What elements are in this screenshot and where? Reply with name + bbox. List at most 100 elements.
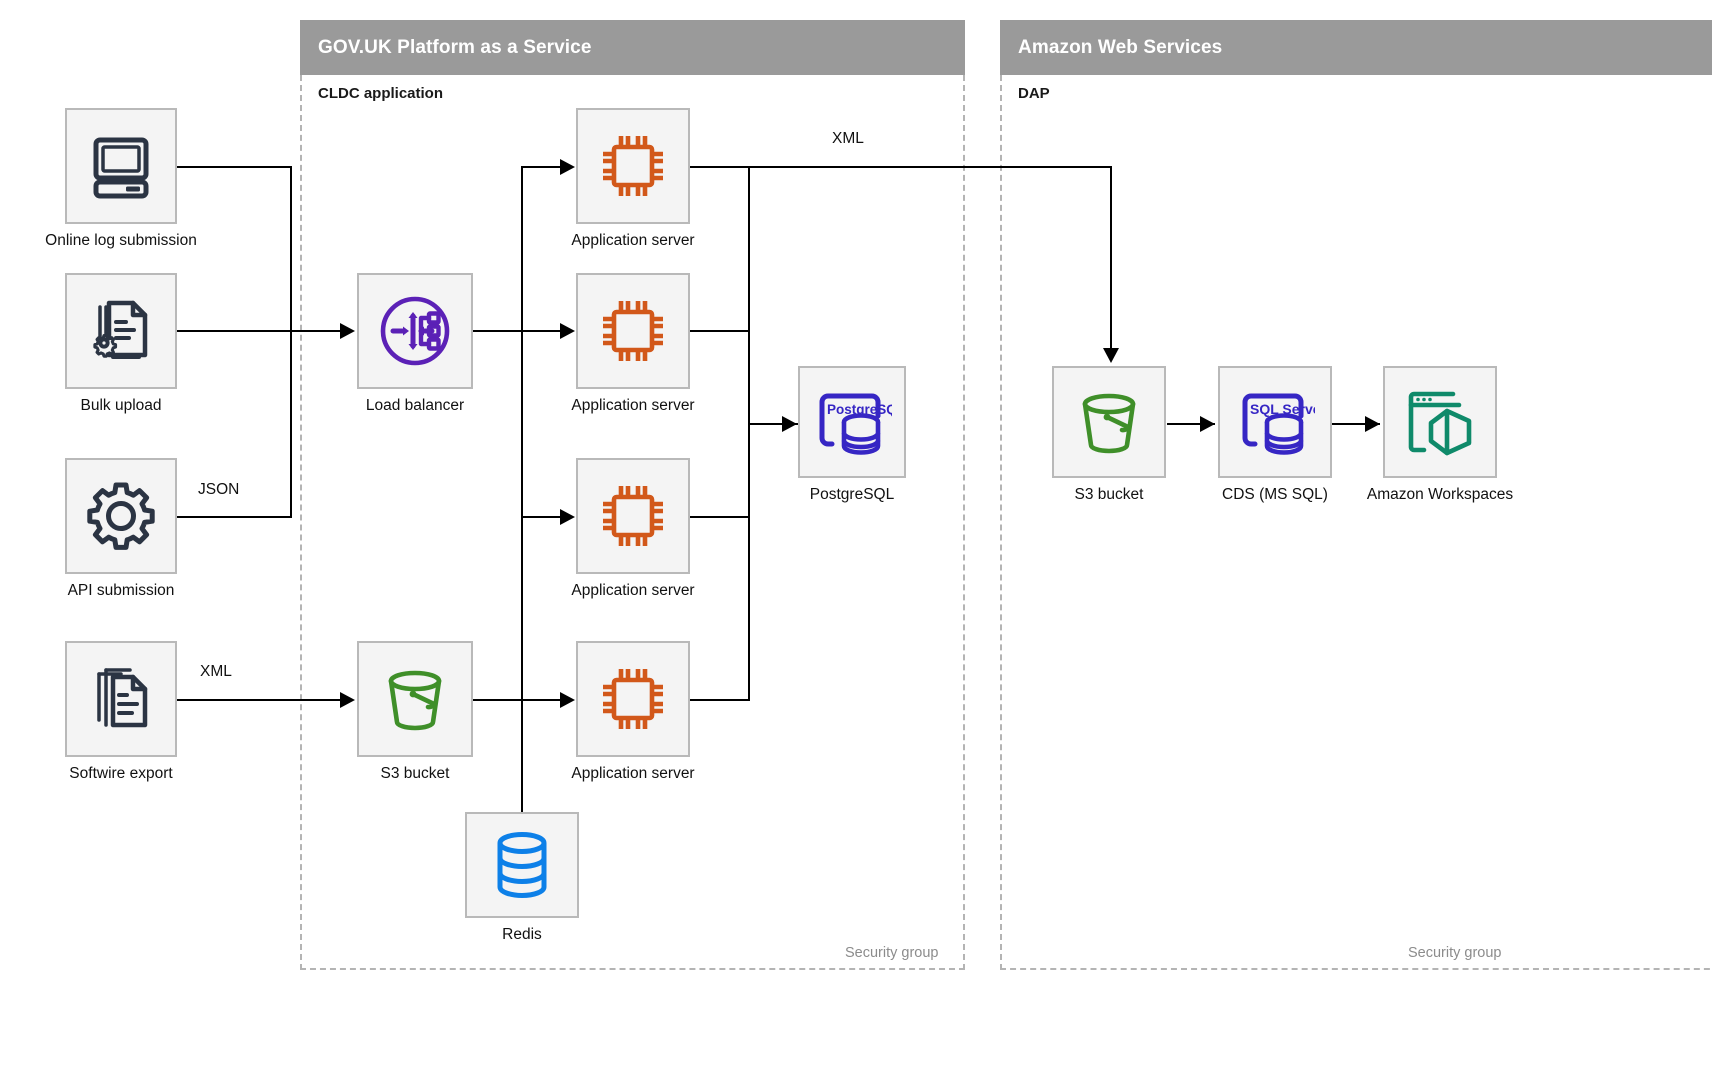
node-softwire-export[interactable]: Softwire export (65, 641, 177, 782)
edge-redis-to-bus (521, 699, 523, 816)
gear-icon (83, 478, 159, 554)
node-box (576, 273, 690, 389)
node-load-balancer[interactable]: Load balancer (357, 273, 473, 414)
node-box (65, 458, 177, 574)
node-label: Load balancer (365, 397, 465, 414)
node-cds-ms-sql[interactable]: SQL Server CDS (MS SQL) (1218, 366, 1332, 503)
node-label: Application server (571, 397, 695, 414)
zone-subtitle-aws: DAP (1018, 85, 1050, 102)
node-box (357, 641, 473, 757)
node-postgresql[interactable]: PostgreSQL PostgreSQL (798, 366, 906, 503)
node-label: Amazon Workspaces (1366, 486, 1514, 503)
node-s3-bucket-paas[interactable]: S3 bucket (357, 641, 473, 782)
edge-label-softwire-xml: XML (200, 663, 232, 680)
zone-header-aws: Amazon Web Services (1000, 20, 1712, 75)
node-box (576, 641, 690, 757)
edge-xml-to-aws (748, 166, 1112, 168)
workspaces-icon (1401, 383, 1479, 461)
node-label: API submission (67, 582, 175, 599)
node-box (357, 273, 473, 389)
node-box (465, 812, 579, 918)
edge-bus-to-app4 (521, 699, 573, 701)
node-amazon-workspaces[interactable]: Amazon Workspaces (1367, 366, 1513, 503)
load-balancer-icon (374, 290, 456, 372)
edge-bus-to-app3 (521, 516, 573, 518)
node-label: S3 bucket (380, 765, 450, 782)
node-box (576, 458, 690, 574)
zone-body-paas (300, 75, 965, 970)
zone-body-aws (1000, 75, 1712, 970)
document-gear-icon (85, 295, 157, 367)
node-box: PostgreSQL (798, 366, 906, 478)
arrow-into-s3-bucket-aws (1103, 348, 1119, 363)
zone-header-paas: GOV.UK Platform as a Service (300, 20, 965, 75)
arrow-into-s3-bucket-paas (340, 692, 355, 708)
node-box: SQL Server (1218, 366, 1332, 478)
edge-app1-out (690, 166, 750, 168)
edge-app2-out (690, 330, 750, 332)
edge-online-to-bus (176, 166, 292, 168)
arrow-into-workspaces (1365, 416, 1380, 432)
arrow-into-app-server-2 (560, 323, 575, 339)
zone-title-paas: GOV.UK Platform as a Service (318, 36, 592, 58)
node-label: CDS (MS SQL) (1222, 486, 1328, 503)
desktop-computer-icon (85, 130, 157, 202)
edge-bulk-to-lb (176, 330, 348, 332)
node-label: Application server (571, 582, 695, 599)
bucket-icon (376, 660, 454, 738)
zone-title-aws: Amazon Web Services (1018, 36, 1223, 58)
edge-s3-to-cds (1167, 423, 1215, 425)
sql-server-icon-text: SQL Server (1250, 401, 1315, 417)
cpu-chip-icon (595, 293, 671, 369)
node-s3-bucket-aws[interactable]: S3 bucket (1052, 366, 1166, 503)
node-api-submission[interactable]: API submission (65, 458, 177, 599)
edge-label-api-json: JSON (198, 481, 240, 498)
node-label: PostgreSQL (809, 486, 895, 503)
edge-bus-to-app1 (521, 166, 573, 168)
node-box (576, 108, 690, 224)
node-box (1052, 366, 1166, 478)
cpu-chip-icon (595, 478, 671, 554)
edge-lb-distribution-bus (521, 166, 523, 700)
node-box (1383, 366, 1497, 478)
edge-cds-to-workspaces (1332, 423, 1380, 425)
cpu-chip-icon (595, 661, 671, 737)
arrow-into-app-server-4 (560, 692, 575, 708)
zone-subtitle-paas: CLDC application (318, 85, 444, 102)
node-label: Online log submission (45, 232, 197, 249)
node-label: Softwire export (69, 765, 173, 782)
node-box (65, 273, 177, 389)
sql-server-icon: SQL Server (1235, 382, 1315, 462)
node-online-log-submission[interactable]: Online log submission (45, 108, 197, 249)
node-label: Application server (571, 765, 695, 782)
postgresql-icon: PostgreSQL (812, 382, 892, 462)
edge-lb-out (473, 330, 573, 332)
database-cylinder-icon (490, 830, 554, 900)
node-app-server-1[interactable]: Application server (571, 108, 695, 249)
arrow-into-app-server-3 (560, 509, 575, 525)
node-app-server-3[interactable]: Application server (571, 458, 695, 599)
node-redis[interactable]: Redis (465, 812, 579, 943)
edge-api-to-bus (176, 516, 292, 518)
edge-softwire-to-s3 (176, 699, 348, 701)
node-bulk-upload[interactable]: Bulk upload (65, 273, 177, 414)
edge-bus-vertical-left (290, 166, 292, 366)
cpu-chip-icon (595, 128, 671, 204)
arrow-into-postgresql (782, 416, 797, 432)
node-box (65, 108, 177, 224)
edge-bus-vertical-left-lower (290, 330, 292, 518)
node-label: Application server (571, 232, 695, 249)
edge-xml-down-to-s3 (1110, 166, 1112, 351)
stacked-documents-icon (85, 663, 157, 735)
node-app-server-2[interactable]: Application server (571, 273, 695, 414)
zone-footer-paas: Security group (845, 945, 939, 961)
arrow-into-load-balancer (340, 323, 355, 339)
node-app-server-4[interactable]: Application server (571, 641, 695, 782)
node-label: Bulk upload (80, 397, 162, 414)
bucket-icon (1070, 383, 1148, 461)
edge-bus-to-postgres (748, 423, 800, 425)
edge-app4-out (690, 699, 750, 701)
edge-label-appserver-s3-xml: XML (832, 130, 864, 147)
node-label: S3 bucket (1074, 486, 1144, 503)
node-label: Redis (502, 926, 542, 943)
